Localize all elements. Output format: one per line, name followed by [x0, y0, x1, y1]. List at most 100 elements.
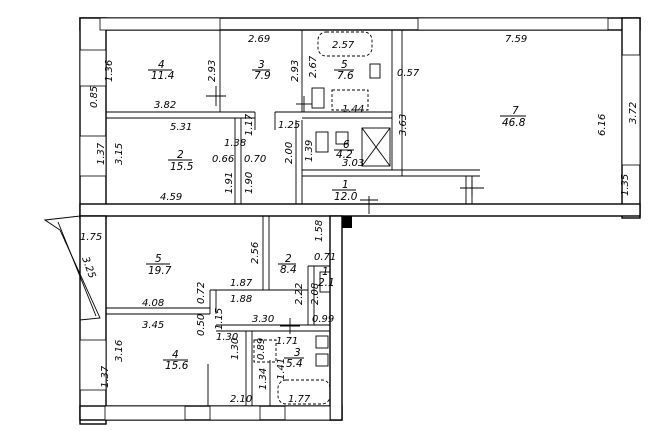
dimension-label: 0.66	[212, 154, 234, 165]
room-number: 2	[285, 253, 292, 265]
dimension-label: 3.72	[628, 102, 639, 124]
room-area: 8.4	[280, 264, 297, 276]
dimension-label: 0.99	[312, 314, 334, 325]
window	[79, 49, 107, 87]
room-number: 6	[343, 139, 350, 151]
room-number: 3	[258, 59, 265, 71]
dimension-label: 1.77	[288, 394, 311, 405]
sink-icon	[319, 271, 331, 293]
room-number: 2	[177, 149, 184, 161]
dimension-label: 1.91	[224, 172, 235, 194]
room-area: 15.6	[165, 360, 189, 372]
dimension-label: 2.00	[284, 142, 295, 164]
dimension-label: 7.59	[505, 34, 527, 45]
partitions-south	[106, 216, 330, 406]
dimension-label: 5.31	[170, 122, 192, 133]
wall-left-north	[79, 17, 107, 219]
sink-icon	[315, 353, 329, 367]
dimension-label: 0.57	[397, 68, 420, 79]
window	[79, 339, 107, 391]
toilet-icon	[315, 131, 329, 153]
dimension-label: 1.44	[342, 104, 364, 115]
dimension-label: 1.90	[244, 172, 255, 194]
room-area: 4.2	[336, 149, 353, 161]
window	[417, 17, 609, 31]
bathtub-icon	[277, 379, 331, 405]
dimension-label: 1.36	[104, 60, 115, 82]
sink-icon	[335, 131, 349, 145]
dimension-label: 2.67	[308, 55, 319, 78]
dimension-label: 1.88	[230, 294, 252, 305]
room-number: 7	[512, 105, 519, 117]
room-area: 19.7	[148, 265, 172, 277]
window	[104, 405, 186, 421]
dimension-label: 1.75	[80, 232, 102, 243]
dimension-label: 0.89	[256, 338, 267, 360]
dimension-label: 3.16	[114, 340, 125, 362]
dimension-label: 0.71	[314, 252, 336, 263]
reference-marks	[206, 86, 484, 334]
dimension-label: 4.08	[142, 298, 164, 309]
dimension-label: 1.35	[620, 174, 631, 196]
dimension-label: 2.08	[310, 283, 321, 305]
window	[209, 405, 261, 421]
dimension-label: 1.71	[276, 336, 298, 347]
dimension-label: 6.16	[597, 114, 608, 136]
wall-right-south	[329, 215, 343, 421]
room-number: 1	[342, 179, 349, 191]
room-area: 7.6	[337, 70, 354, 82]
room-number: 5	[341, 59, 348, 71]
dimension-label: 3.30	[252, 314, 274, 325]
dimension-label: 1.30	[216, 332, 238, 343]
dimension-label: 1.41	[276, 358, 287, 380]
dimension-label: 1.58	[314, 220, 325, 242]
room-number: 3	[294, 347, 301, 359]
room-area: 11.4	[151, 70, 174, 82]
room-area: 2.1	[318, 277, 335, 289]
corridor-wall-segment	[342, 216, 352, 228]
dimension-label: 2.93	[290, 60, 301, 82]
fixtures	[253, 31, 391, 405]
dimension-label: 0.72	[196, 282, 207, 304]
dimension-label: 1.39	[304, 140, 315, 162]
dimension-label: 1.17	[244, 113, 255, 136]
bathtub-icon	[317, 31, 373, 57]
dimension-label: 1.25	[278, 120, 300, 131]
dimension-label: 2.56	[250, 242, 261, 264]
dimension-label: 2.57	[332, 40, 355, 51]
room-area: 12.0	[334, 191, 358, 203]
dimension-label: 1.34	[258, 368, 269, 390]
window	[99, 17, 221, 31]
windows	[79, 17, 641, 421]
dimensions-north: 2.69 2.57 7.59 1.36 2.93 2.93 2.67 0.57 …	[89, 34, 639, 203]
dimensions-south: 1.75 3.25 2.56 1.58 0.71 1.87 2.22 2.08 …	[79, 220, 336, 405]
partitions-north	[105, 30, 480, 204]
toilet-icon	[311, 87, 325, 109]
room-number: 5	[155, 253, 162, 265]
room-area: 7.9	[254, 70, 271, 82]
dimension-label: 3.82	[154, 100, 176, 111]
dimension-label: 3.45	[142, 320, 164, 331]
room-area: 46.8	[502, 117, 526, 129]
wall-mid-horizontal	[79, 203, 641, 217]
room-number: 4	[158, 59, 165, 71]
dimension-label: 1.30	[230, 338, 241, 360]
rooms-south: 5 19.7 2 8.4 1 2.1 4 15.6 3 5.4	[146, 253, 335, 372]
room-number: 1	[322, 266, 329, 278]
dimension-label: 2.22	[294, 283, 305, 305]
dimension-label: 3.63	[398, 114, 409, 136]
dimension-label: 2.93	[207, 60, 218, 82]
shower-icon	[331, 89, 369, 111]
toilet-icon	[315, 335, 329, 349]
room-number: 4	[172, 349, 179, 361]
dimension-label: 0.70	[244, 154, 266, 165]
shower-tray-icon	[361, 127, 391, 167]
sink-icon	[369, 63, 381, 79]
dimension-label: 2.10	[230, 394, 252, 405]
dimension-label: 1.87	[230, 278, 253, 289]
dimension-label: 3.15	[114, 143, 125, 165]
shower-icon	[253, 339, 277, 363]
dimension-label: 4.59	[160, 192, 182, 203]
dimension-label: 0.85	[89, 86, 100, 108]
